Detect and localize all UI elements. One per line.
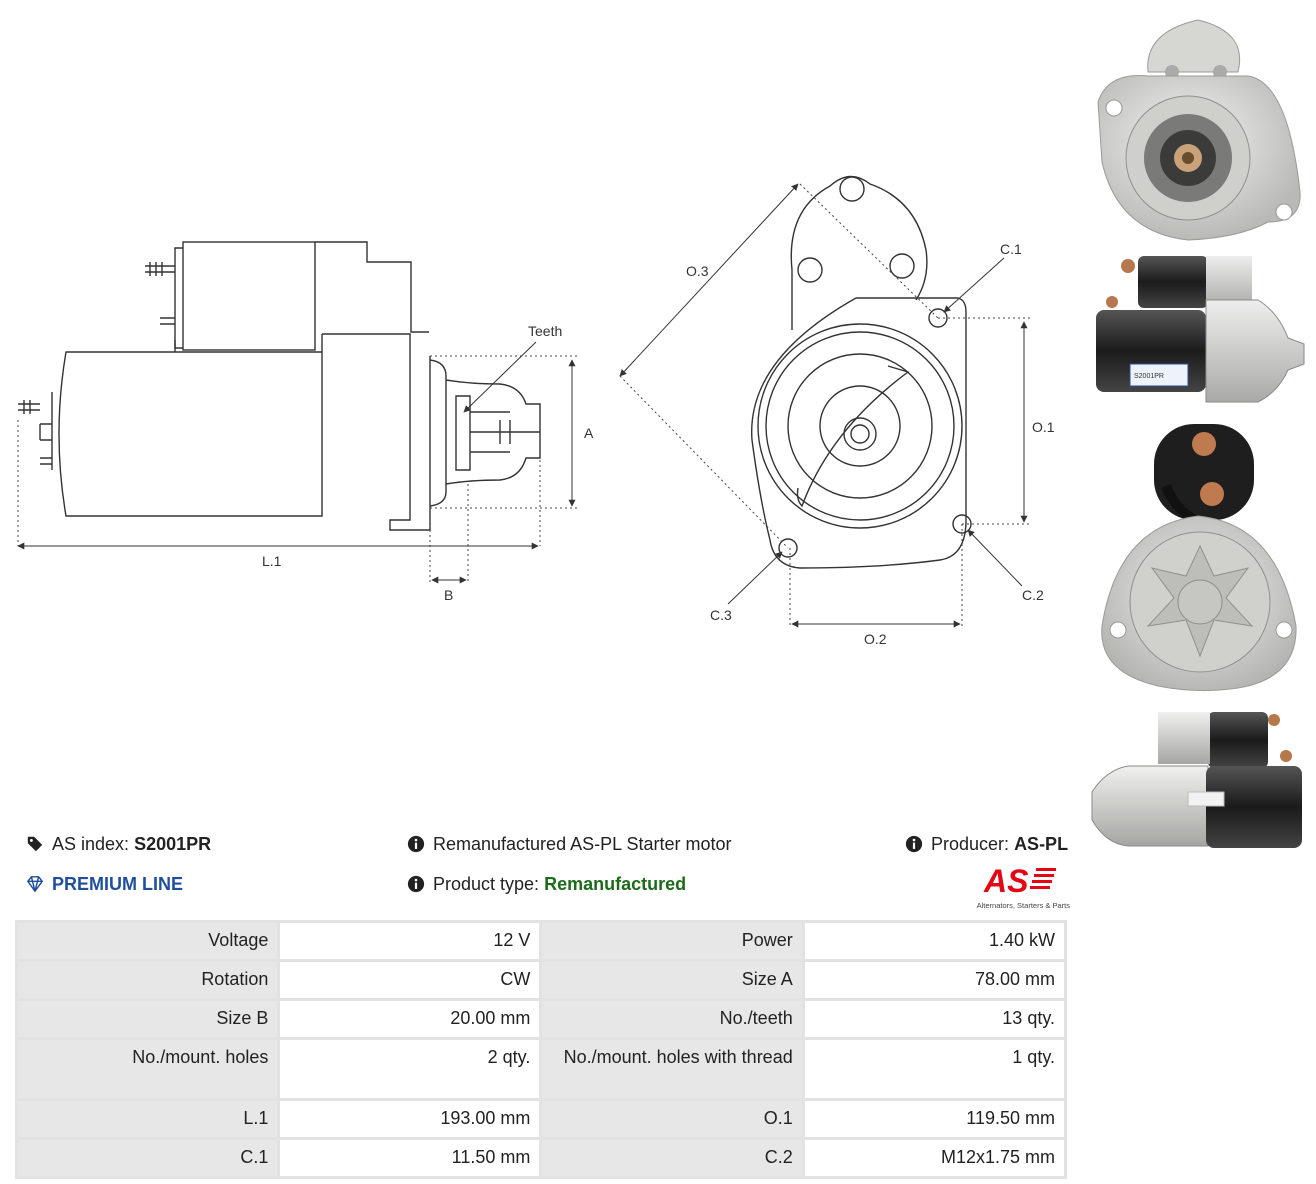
info-icon [407, 875, 425, 893]
spec-value: 11.50 mm [277, 1137, 543, 1179]
spec-label: Size A [539, 959, 805, 1001]
dim-a-label: A [584, 425, 594, 441]
spec-label: No./mount. holes with thread [539, 1037, 805, 1101]
spec-value: 1.40 kW [801, 920, 1068, 962]
photo-front[interactable] [1088, 12, 1310, 244]
dim-o3-label: O.3 [686, 263, 709, 279]
spec-label: L.1 [14, 1098, 281, 1140]
product-description: Remanufactured AS-PL Starter motor [433, 834, 732, 854]
spec-value: 78.00 mm [801, 959, 1068, 1001]
spec-value: 20.00 mm [277, 998, 543, 1040]
product-type-row: Product type: Remanufactured [407, 873, 686, 895]
spec-value: CW [277, 959, 543, 1001]
teeth-label: Teeth [528, 323, 562, 339]
spec-value: 193.00 mm [277, 1098, 543, 1140]
premium-line-row: PREMIUM LINE [26, 873, 183, 895]
producer-value: AS-PL [1014, 834, 1069, 854]
dim-o2-label: O.2 [864, 631, 887, 647]
spec-label: C.1 [14, 1137, 281, 1179]
motor-body [58, 351, 323, 517]
spec-label: Rotation [14, 959, 281, 1001]
photo-side[interactable]: S2001PR [1088, 252, 1310, 406]
spec-label: No./mount. holes [14, 1037, 281, 1101]
as-index-value: S2001PR [134, 834, 212, 854]
product-type-value: Remanufactured [544, 874, 687, 894]
photo-angle[interactable] [1088, 706, 1310, 852]
as-logo-mark: AS [983, 863, 1056, 899]
spec-value: M12x1.75 mm [801, 1137, 1068, 1179]
dim-c3-label: C.3 [710, 607, 732, 623]
as-logo: AS Alternators, Starters & Parts [962, 862, 1070, 910]
as-index-label: AS index: [52, 834, 130, 854]
tag-icon [27, 836, 43, 852]
product-type-label: Product type: [433, 874, 540, 894]
front-view-drawing: O.3 C.1 O.1 C.2 C.3 O.2 [619, 175, 1055, 647]
photo-rear[interactable] [1088, 416, 1310, 696]
dim-c2-label: C.2 [1022, 587, 1044, 603]
dim-l1-label: L.1 [262, 553, 282, 569]
spec-label: No./teeth [539, 998, 805, 1040]
dim-o1-label: O.1 [1032, 419, 1055, 435]
spec-label: Size B [14, 998, 281, 1040]
premium-line-label: PREMIUM LINE [52, 874, 184, 894]
photo-label: S2001PR [1134, 373, 1164, 380]
spec-label: Voltage [14, 920, 281, 962]
producer-row: Producer: AS-PL [905, 833, 1068, 855]
solenoid-body [182, 241, 316, 351]
info-icon [905, 835, 923, 853]
spec-value: 12 V [277, 920, 543, 962]
as-logo-text: AS [983, 863, 1029, 896]
spec-value: 1 qty. [801, 1037, 1068, 1101]
side-view-drawing: Teeth A L.1 B [17, 241, 594, 603]
spec-value: 2 qty. [277, 1037, 543, 1101]
info-icon [407, 835, 425, 853]
spec-label: C.2 [539, 1137, 805, 1179]
dim-c1-label: C.1 [1000, 241, 1022, 257]
spec-value: 119.50 mm [801, 1098, 1068, 1140]
description-row: Remanufactured AS-PL Starter motor [407, 833, 731, 855]
as-logo-tagline: Alternators, Starters & Parts [976, 901, 1070, 910]
spec-label: O.1 [539, 1098, 805, 1140]
dim-b-label: B [444, 587, 453, 603]
as-index-row: AS index: S2001PR [26, 833, 211, 855]
diamond-icon [26, 876, 44, 893]
producer-label: Producer: [931, 834, 1010, 854]
spec-label: Power [539, 920, 805, 962]
spec-value: 13 qty. [801, 998, 1068, 1040]
